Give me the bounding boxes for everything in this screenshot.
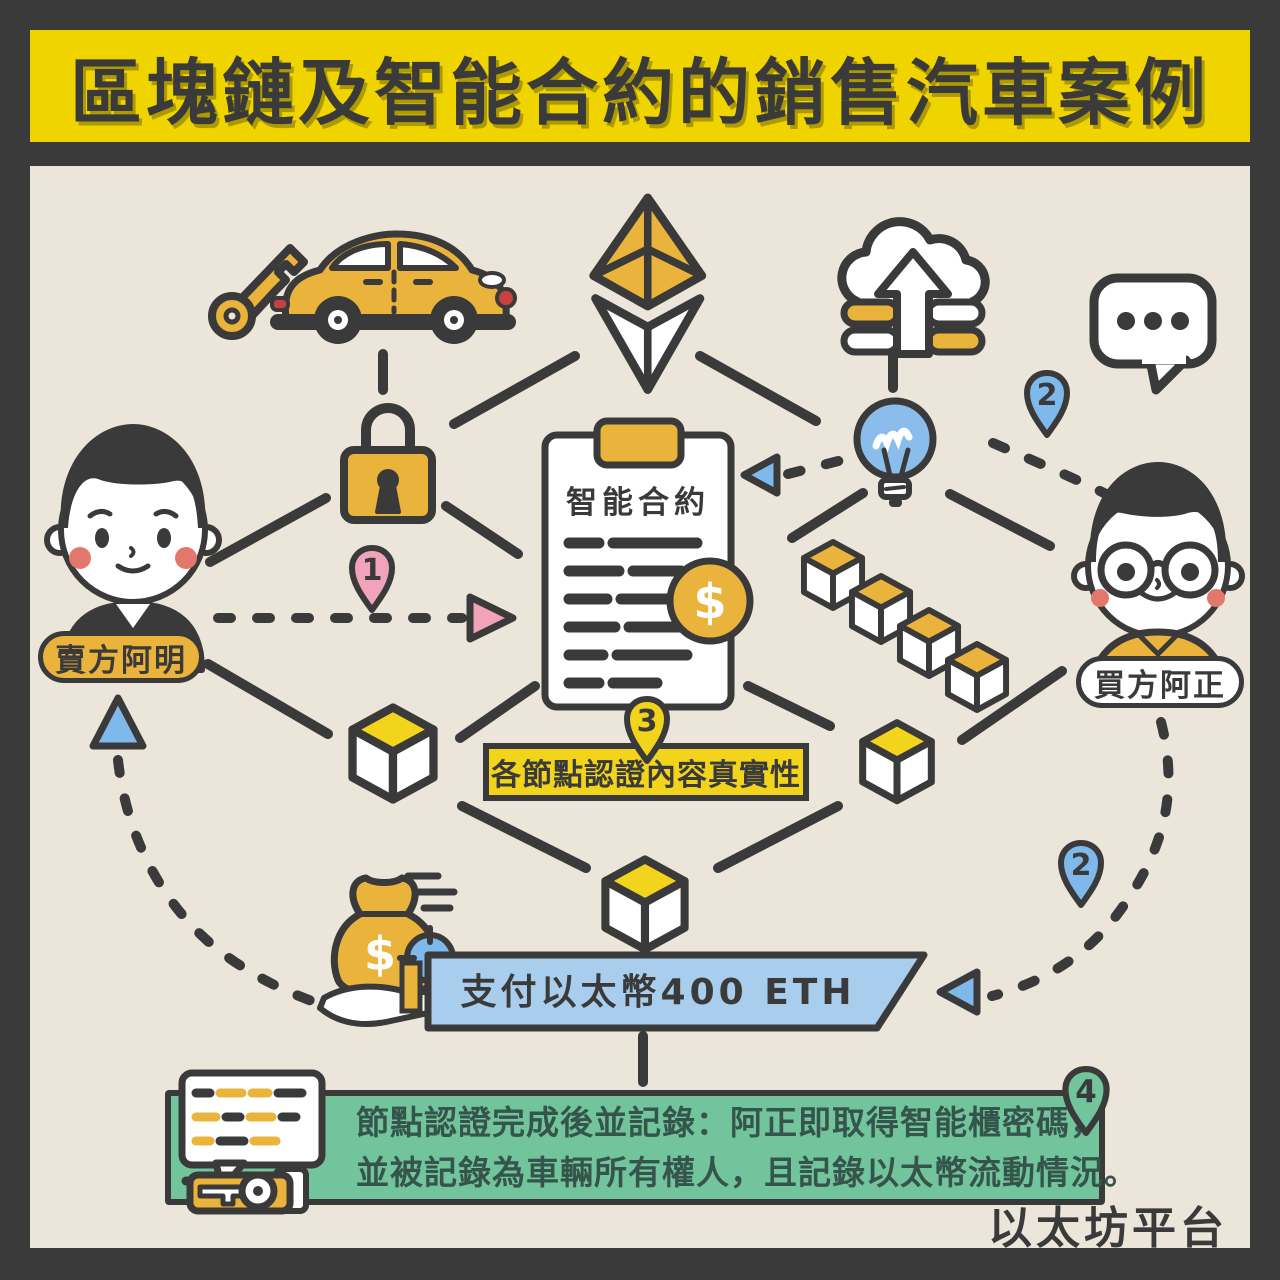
arrow-up-blue-icon [89, 694, 147, 750]
dollar-coin-icon: $ [666, 557, 754, 645]
payment-banner: 支付以太幣400 ETH [399, 951, 928, 1032]
arrow-right-pink-icon [466, 593, 517, 643]
record-key-icon [178, 1069, 326, 1215]
block-cube-right-icon [863, 723, 932, 801]
coin-currency: $ [693, 574, 726, 630]
svg-text:2: 2 [1071, 848, 1092, 883]
svg-text:4: 4 [1075, 1074, 1096, 1110]
arrow-left-blue-icon [936, 968, 981, 1016]
marker-3: 3 [624, 696, 670, 764]
note-line-1: 節點認證完成後並記錄：阿正即取得智能櫃密碼， [356, 1102, 1104, 1142]
note-line-2: 並被記錄為車輛所有權人，且記錄以太幣流動情況。 [356, 1152, 1138, 1192]
seller-label-text: 賣方阿明 [55, 642, 187, 679]
ethereum-icon [589, 193, 707, 394]
chat-bubble-icon [1089, 273, 1217, 395]
connector-lines-solid [203, 347, 1067, 1087]
payment-label: 支付以太幣400 ETH [461, 972, 856, 1013]
contract-title: 智能合約 [566, 485, 710, 521]
lightbulb-icon [853, 397, 937, 507]
marker-4: 4 [1062, 1066, 1110, 1136]
marker-2-right: 2 [1058, 840, 1104, 908]
svg-text:3: 3 [637, 704, 658, 739]
blockchain-cubes-icon [804, 542, 1006, 710]
buyer-label-text: 買方阿正 [1094, 667, 1226, 704]
buyer-label: 買方阿正 [1076, 656, 1244, 708]
svg-text:1: 1 [362, 553, 383, 588]
bag-currency: $ [364, 927, 396, 981]
car-icon [270, 230, 517, 344]
svg-text:2: 2 [1037, 378, 1058, 413]
lock-icon [340, 403, 436, 524]
footer-label: 以太坊平台 [988, 1203, 1228, 1254]
marker-1: 1 [349, 545, 395, 613]
block-cube-center-icon [605, 859, 684, 949]
arrow-left-blue-icon [740, 453, 781, 497]
smart-contract-card: 智能合約 $ [541, 417, 754, 711]
cloud-upload-icon [837, 217, 990, 358]
block-cube-left-icon [353, 708, 434, 800]
seller-label: 賣方阿明 [38, 631, 204, 683]
connector-lines-dashed [113, 438, 1174, 1009]
page-title: 區塊鏈及智能合約的銷售汽車案例 [69, 50, 1210, 135]
verify-label-text: 各節點認證內容真實性 [491, 758, 801, 793]
title-banner: 區塊鏈及智能合約的銷售汽車案例 [30, 30, 1250, 142]
key-icon [208, 244, 308, 340]
marker-2-top: 2 [1024, 370, 1070, 438]
diagram-canvas: 智能合約 $ [30, 166, 1250, 1254]
